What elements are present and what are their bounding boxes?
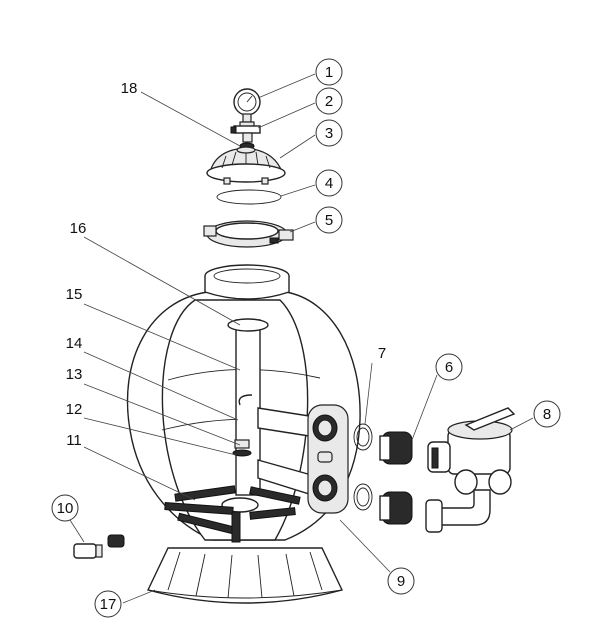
filter-base [147,547,343,604]
callout-15: 15 [66,286,83,303]
callout-label-6: 6 [445,359,453,376]
callout-label-7: 7 [378,345,386,362]
callout-label-1: 1 [325,64,333,81]
callout-label-17: 17 [100,596,117,613]
filter-parts [73,88,516,604]
callout-12: 12 [66,401,83,418]
callout-6: 6 [435,353,463,381]
callout-label-13: 13 [66,366,83,383]
callout-10: 10 [51,494,79,522]
callout-label-5: 5 [325,212,333,229]
callout-label-11: 11 [66,432,82,449]
drain-plug [73,534,125,559]
lid-o-ring [216,189,282,205]
callout-label-8: 8 [543,406,551,423]
callout-18: 18 [121,80,138,97]
callout-label-9: 9 [397,573,405,590]
callout-label-16: 16 [70,220,87,237]
callout-8: 8 [533,400,561,428]
callout-label-18: 18 [121,80,138,97]
callout-1: 1 [315,58,343,86]
union-o-rings [353,423,373,511]
clamp-ring [203,220,294,248]
callout-2: 2 [315,87,343,115]
callout-label-14: 14 [66,335,83,352]
callout-7: 7 [378,345,386,362]
callout-label-15: 15 [66,286,83,303]
callout-label-2: 2 [325,93,333,110]
callout-13: 13 [66,366,83,383]
callout-label-12: 12 [66,401,83,418]
filter-tank [126,264,361,541]
filter-lid [206,146,286,185]
callout-label-10: 10 [57,500,74,517]
union-fittings [379,431,413,525]
callout-label-3: 3 [325,125,333,142]
callout-3: 3 [315,119,343,147]
callout-5: 5 [315,206,343,234]
callout-11: 11 [66,432,82,449]
callout-14: 14 [66,335,83,352]
callout-label-4: 4 [325,175,333,192]
multiport-valve [425,407,516,533]
callout-4: 4 [315,169,343,197]
leader-lines [69,73,534,604]
pressure-gauge [233,88,261,123]
callout-17: 17 [94,590,122,618]
callout-9: 9 [387,567,415,595]
air-release-valve [230,121,261,143]
callout-16: 16 [70,220,87,237]
